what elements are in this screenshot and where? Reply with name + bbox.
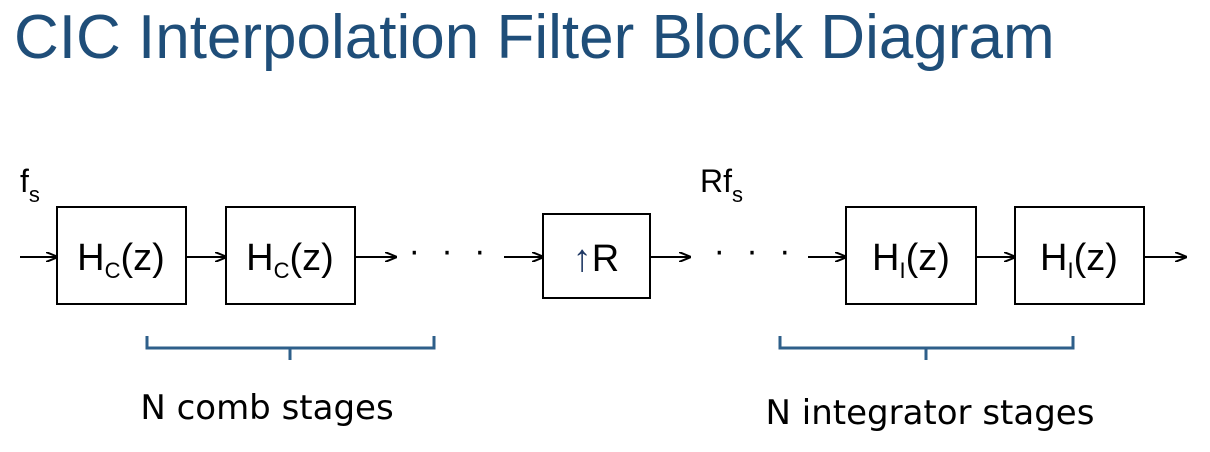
input-rate-label: fs [20, 163, 40, 207]
upsampler-block [542, 213, 651, 299]
integrator-ellipsis: · · · [714, 232, 797, 270]
integrator-filter-label-1: HI(z) [872, 237, 950, 283]
page-title: CIC Interpolation Filter Block Diagram [14, 3, 1055, 72]
integrator-filter-block-2 [1014, 206, 1145, 305]
integrator-filter-block-1 [845, 206, 977, 305]
integrator-stages-label: N integrator stages [766, 393, 1095, 433]
output-rate-label: Rfs [700, 163, 743, 207]
comb-filter-label-2: HC(z) [246, 237, 334, 283]
integrator-stages-brace [778, 336, 1075, 360]
comb-ellipsis: · · · [409, 232, 492, 270]
integrator-filter-label-2: HI(z) [1040, 237, 1118, 283]
comb-stages-brace [145, 336, 436, 360]
comb-stages-label: N comb stages [140, 388, 393, 428]
upsampler-label: ↑R [573, 238, 619, 280]
comb-filter-block-1 [56, 206, 187, 305]
comb-filter-block-2 [225, 206, 356, 305]
comb-filter-label-1: HC(z) [77, 237, 165, 283]
